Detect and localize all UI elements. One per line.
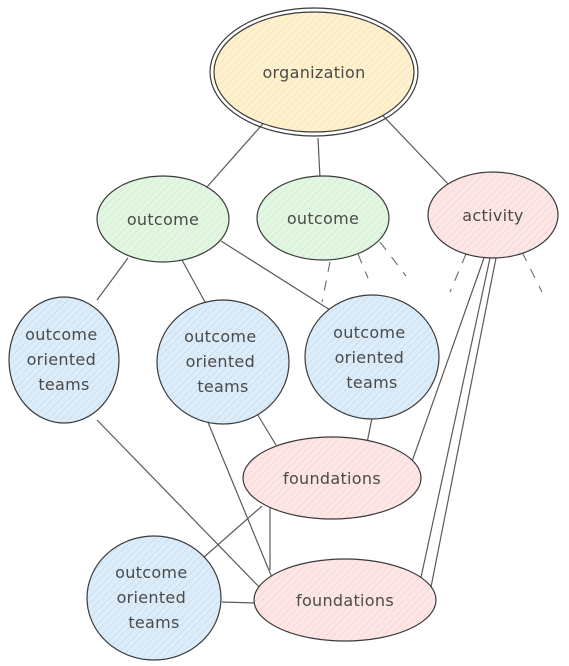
- node-activity: activity: [427, 171, 559, 259]
- node-team-2-line-2: oriented: [186, 352, 255, 371]
- node-organization-outer-ring: [209, 7, 419, 137]
- node-team-3-line-1: outcome: [333, 323, 405, 342]
- node-team-3-line-2: oriented: [335, 348, 404, 367]
- edge-outcome-1-team-3: [220, 240, 339, 316]
- edges: [96, 99, 543, 604]
- node-team-1-shape: [8, 296, 120, 424]
- node-team-2-line-1: outcome: [184, 327, 256, 346]
- node-team-4-shape: [86, 535, 222, 661]
- node-team-4: outcome oriented teams: [86, 535, 222, 661]
- node-foundations-2-shape: [253, 558, 437, 642]
- node-team-2-line-3: teams: [197, 377, 248, 396]
- edge-foundations-1-team-4: [202, 505, 263, 559]
- node-organization-label: organization: [262, 63, 365, 82]
- node-team-1-line-1: outcome: [25, 325, 97, 344]
- node-team-3-label: outcome oriented teams: [333, 323, 411, 392]
- node-team-1-label: outcome oriented teams: [25, 325, 103, 394]
- node-outcome-1-label: outcome: [127, 210, 199, 229]
- node-team-4-line-1: outcome: [115, 563, 187, 582]
- node-organization: organization: [209, 7, 419, 137]
- node-team-2-label: outcome oriented teams: [184, 327, 262, 396]
- node-foundations-1: foundations: [242, 436, 422, 520]
- dashed-edge-activity-a: [449, 253, 467, 293]
- edge-team-2-foundations-2: [206, 419, 274, 581]
- node-team-1-line-3: teams: [38, 375, 89, 394]
- node-team-3-shape: [304, 294, 440, 420]
- node-team-4-line-3: teams: [128, 613, 179, 632]
- node-outcome-2-label: outcome: [287, 209, 359, 228]
- node-foundations-2-label: foundations: [296, 591, 394, 610]
- node-foundations-2: foundations: [253, 558, 437, 642]
- node-outcome-2-shape: [256, 175, 390, 261]
- node-team-4-line-2: oriented: [117, 588, 186, 607]
- dashed-edge-outcome-2-a: [321, 261, 331, 303]
- node-activity-label: activity: [462, 206, 523, 225]
- edge-outcome-1-team-2: [181, 259, 206, 303]
- edge-team-3-foundations-1: [366, 417, 373, 444]
- node-organization-shape: [213, 11, 415, 133]
- node-outcome-2: outcome: [256, 175, 390, 261]
- dashed-edge-outcome-2-c: [379, 241, 407, 277]
- node-team-4-label: outcome oriented teams: [115, 563, 193, 632]
- edge-team-2-foundations-1: [255, 411, 277, 446]
- edge-activity-foundations-1: [408, 257, 485, 471]
- node-outcome-1: outcome: [96, 175, 230, 263]
- edge-outcome-1-team-1: [96, 257, 129, 301]
- node-outcome-1-shape: [96, 175, 230, 263]
- edge-team-1-foundations-2: [96, 419, 265, 593]
- node-foundations-1-label: foundations: [283, 469, 381, 488]
- edge-organization-outcome-1: [206, 117, 269, 188]
- node-foundations-1-shape: [242, 436, 422, 520]
- dashed-edge-outcome-2-b: [357, 253, 369, 279]
- node-team-2-shape: [156, 299, 290, 425]
- node-team-3: outcome oriented teams: [304, 294, 440, 420]
- node-team-3-line-3: teams: [346, 373, 397, 392]
- edge-team-4-foundations-2: [221, 601, 257, 604]
- node-team-1-line-2: oriented: [27, 350, 96, 369]
- node-team-2: outcome oriented teams: [156, 299, 290, 425]
- dashed-edge-activity-b: [521, 251, 543, 293]
- edge-activity-foundations-2-b: [430, 257, 497, 588]
- node-team-1: outcome oriented teams: [8, 296, 120, 424]
- edge-organization-outcome-2: [317, 137, 321, 179]
- edge-activity-foundations-2-a: [419, 257, 491, 583]
- node-activity-shape: [427, 171, 559, 259]
